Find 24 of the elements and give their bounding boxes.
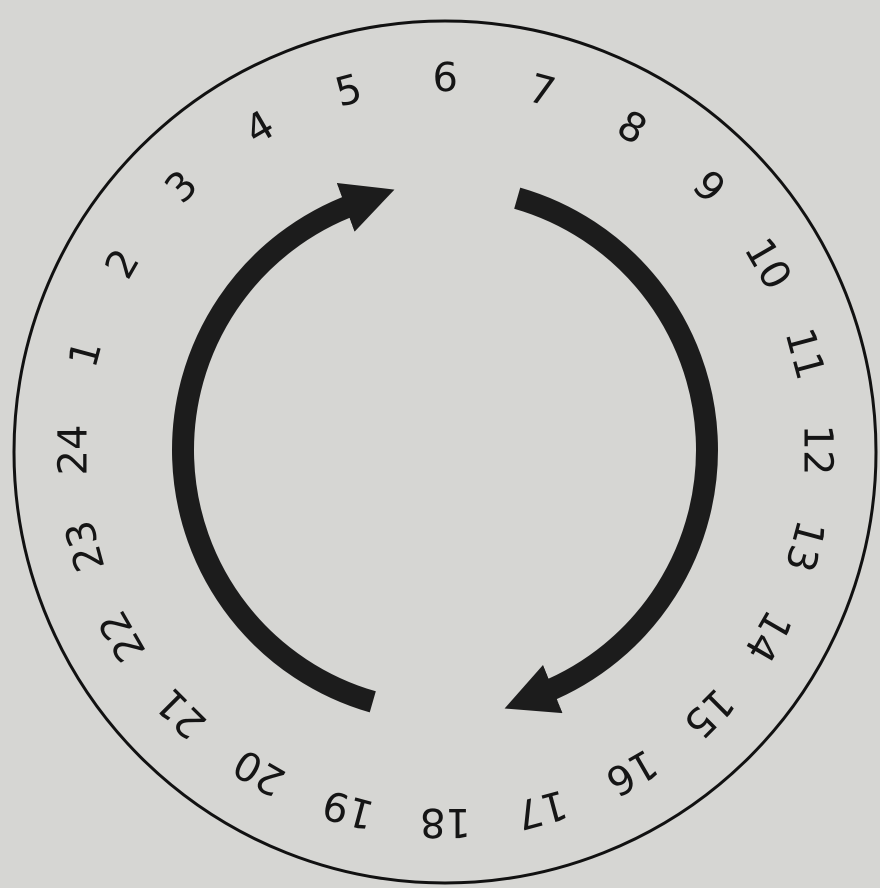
hour-number: 23	[60, 516, 112, 576]
hour-number: 9	[685, 164, 732, 210]
hour-number: 22	[92, 604, 153, 668]
hour-number: 24	[52, 424, 93, 476]
hour-number: 2	[99, 242, 147, 286]
hour-number: 1	[63, 336, 108, 372]
hour-number: 18	[420, 802, 470, 842]
hour-number: 10	[737, 232, 798, 296]
hour-number: 11	[778, 324, 830, 384]
hour-number: 20	[226, 742, 291, 802]
hour-number: 6	[432, 58, 458, 98]
hour-number: 5	[331, 68, 366, 114]
hour-number: 21	[150, 680, 214, 746]
hour-number: 3	[159, 164, 206, 210]
hour-number: 17	[511, 783, 571, 836]
hour-number: 12	[796, 424, 837, 476]
hour-number: 13	[778, 516, 830, 576]
hour-number: 14	[737, 604, 798, 668]
hour-number: 15	[676, 680, 740, 746]
hour-number: 7	[524, 68, 559, 114]
hour-number: 19	[318, 783, 378, 836]
hour-number: 16	[598, 742, 663, 802]
hour-number: 8	[610, 104, 652, 152]
hour-number: 4	[238, 104, 280, 152]
